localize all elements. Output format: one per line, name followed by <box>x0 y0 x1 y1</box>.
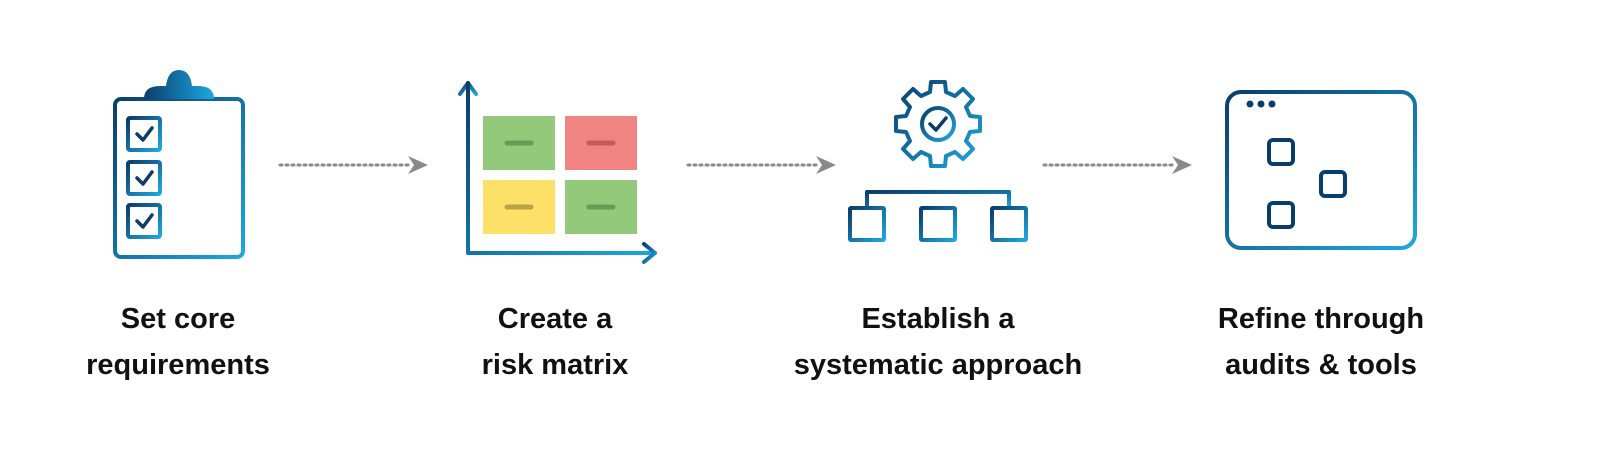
step-1-label-line1: Set core <box>120 303 236 335</box>
step-2-label-line1: Create a <box>497 303 613 335</box>
step-2-label-line2: risk matrix <box>481 349 629 381</box>
step-4-label-line2: audits & tools <box>1225 349 1417 381</box>
step-3-label-line2: systematic approach <box>793 349 1083 381</box>
step-3-label: Establish a systematic approach <box>748 296 1128 388</box>
step-1-label-line2: requirements <box>86 349 270 381</box>
settings-sliders-icon <box>1225 90 1417 250</box>
gear-hierarchy-icon <box>848 80 1028 242</box>
step-3-label-line1: Establish a <box>861 303 1015 335</box>
step-4-label-line1: Refine through <box>1217 303 1425 335</box>
flow-arrow-2 <box>686 156 836 174</box>
flow-arrow-3 <box>1042 156 1192 174</box>
flow-arrow-1 <box>278 156 428 174</box>
step-1-label: Set core requirements <box>0 296 368 388</box>
clipboard-checklist-icon <box>113 70 245 259</box>
step-2-label: Create a risk matrix <box>365 296 745 388</box>
risk-matrix-icon <box>458 81 657 264</box>
step-4-label: Refine through audits & tools <box>1131 296 1511 388</box>
